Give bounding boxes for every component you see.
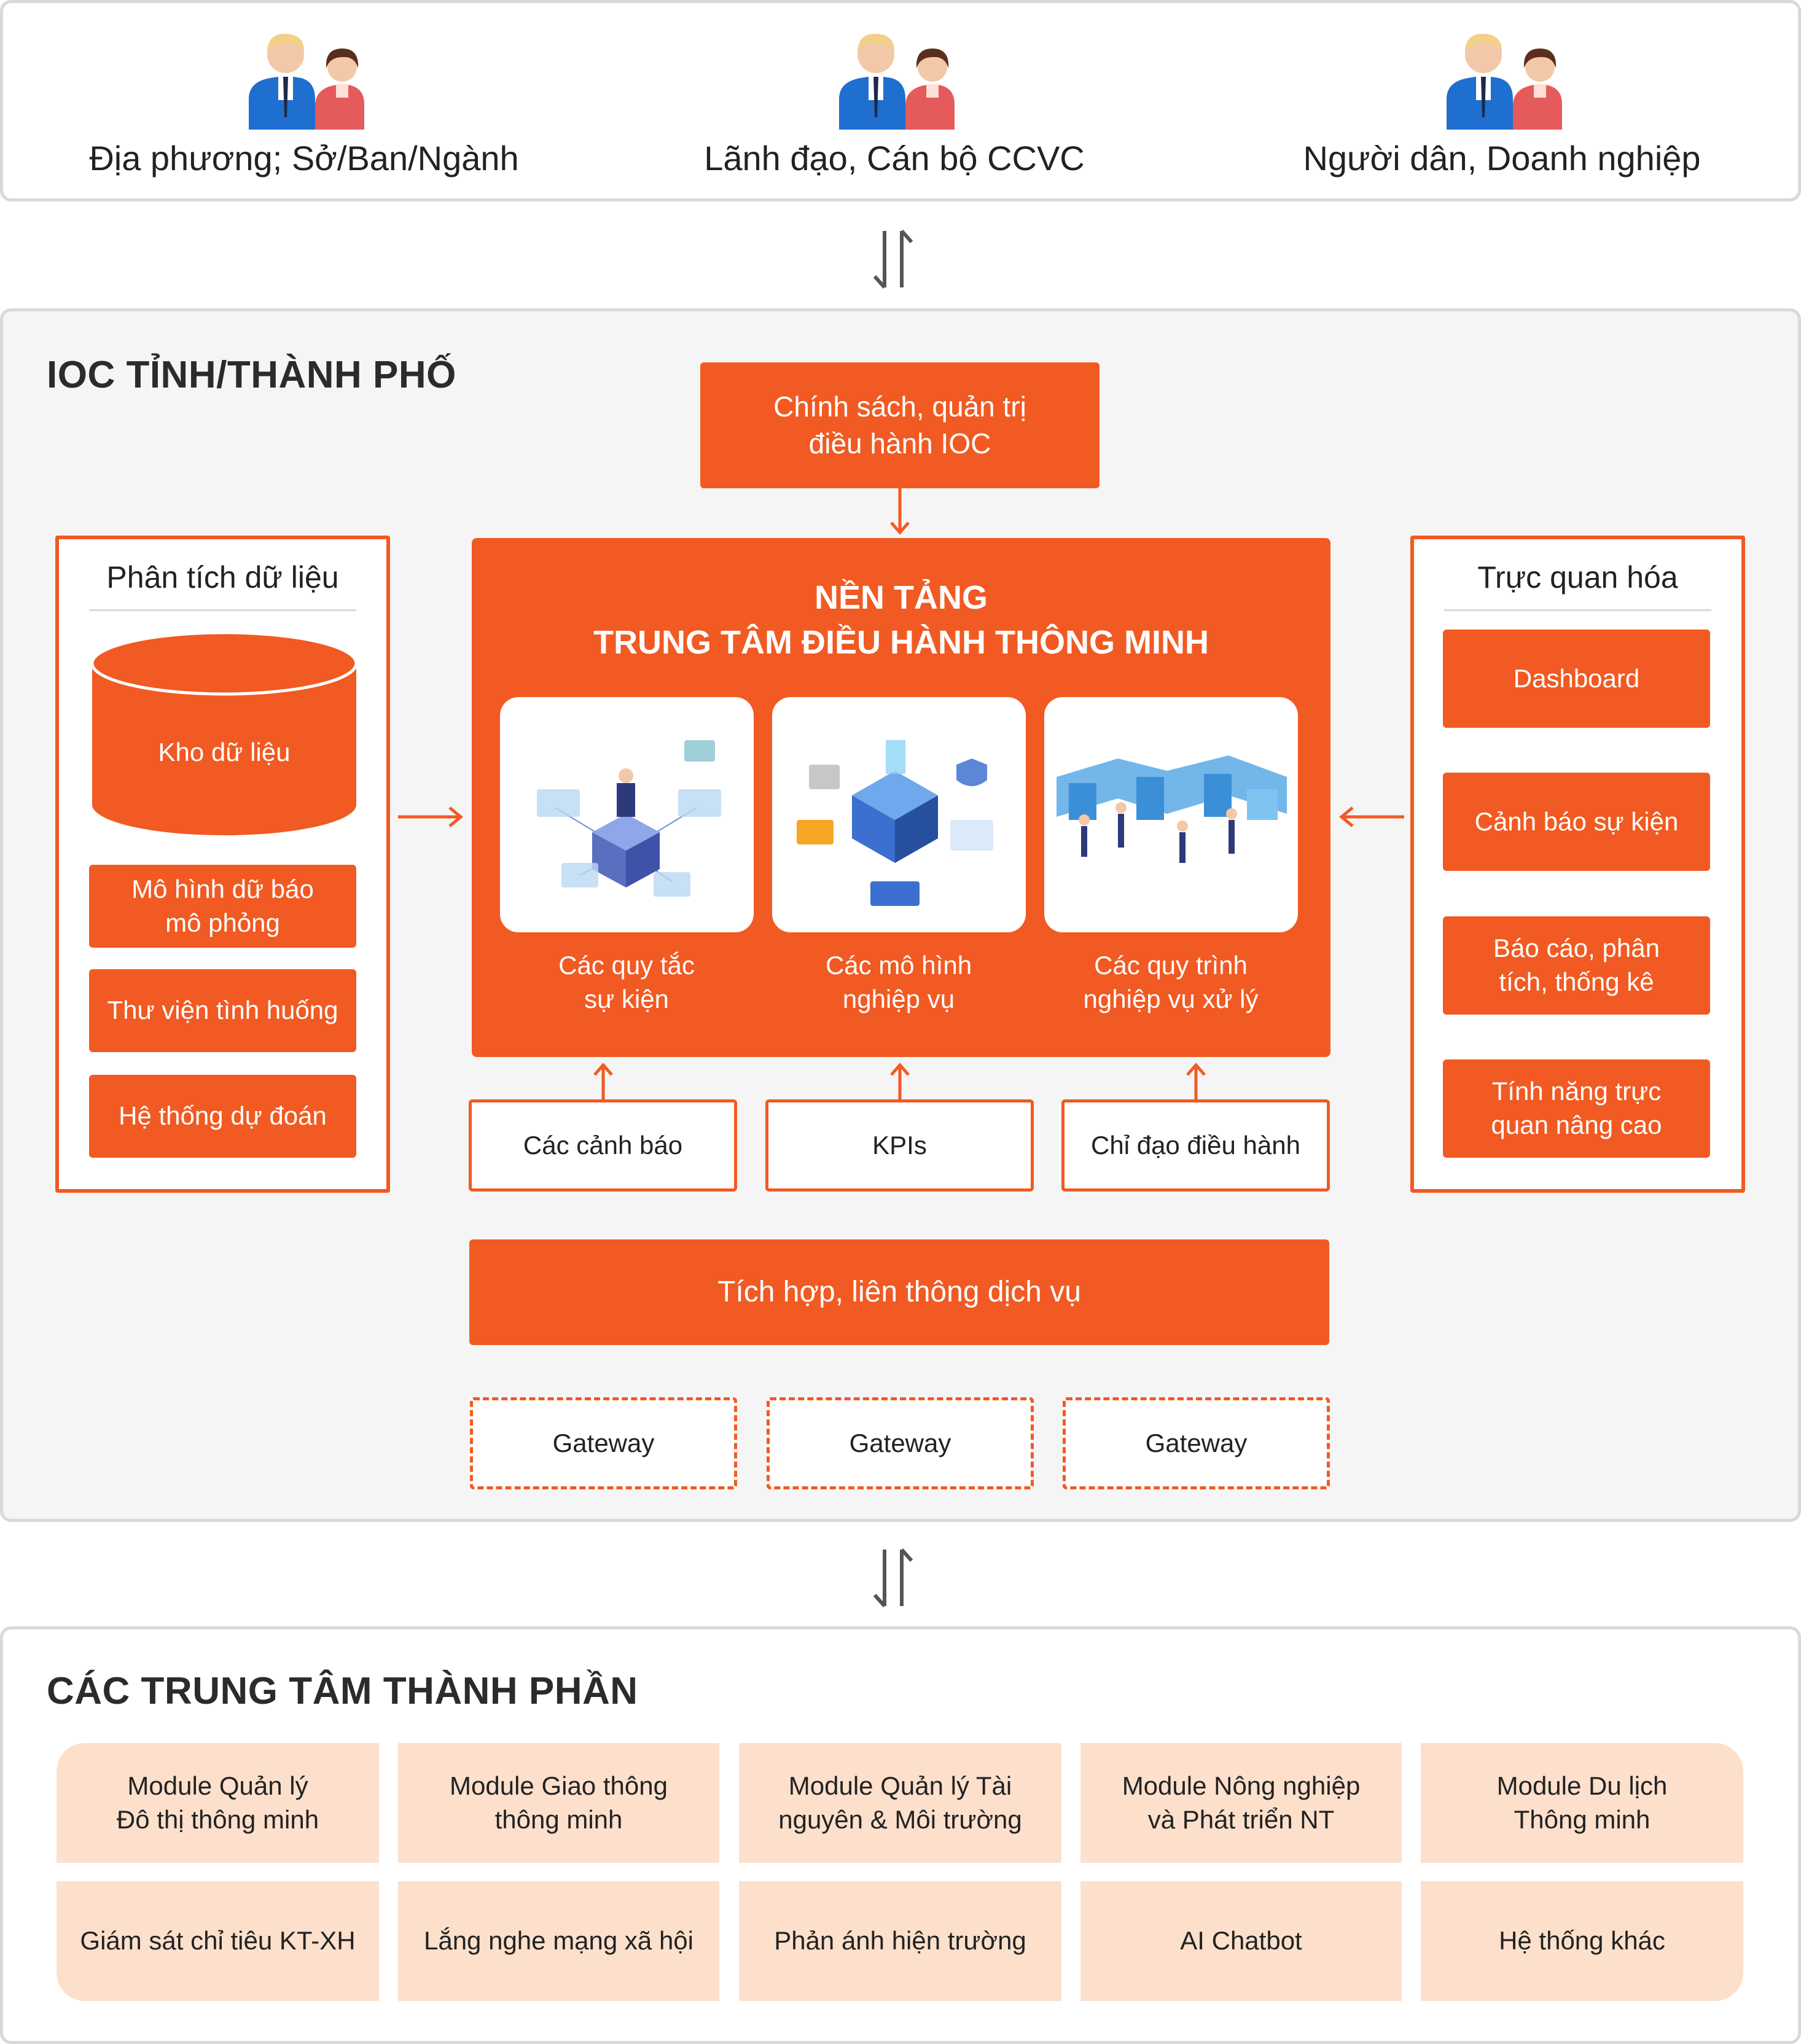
visualization-item-advanced: Tính năng trực quan nâng cao: [1443, 1059, 1710, 1158]
module-label: Phản ánh hiện trường: [774, 1926, 1026, 1956]
visualization-item-label: Báo cáo, phân tích, thống kê: [1493, 934, 1660, 996]
module-label: Lắng nghe mạng xã hội: [423, 1926, 693, 1956]
analysis-item-scenario-library: Thư viện tình huống: [89, 969, 356, 1052]
arrow-up-icon: [1186, 1063, 1206, 1099]
user-label-local: Địa phương; Sở/Ban/Ngành: [89, 138, 519, 177]
module-ai-chatbot: AI Chatbot: [1080, 1881, 1402, 2001]
card-business-models: [772, 697, 1026, 932]
analysis-item-label: Thư viện tình huống: [107, 996, 338, 1025]
arrow-up-icon: [593, 1063, 613, 1099]
module-social-listening: Lắng nghe mạng xã hội: [398, 1881, 719, 2001]
card-business-processes-caption: Các quy trình nghiệp vụ xử lý: [1083, 951, 1259, 1013]
analysis-item-prediction-system: Hệ thống dự đoán: [89, 1075, 356, 1158]
analysis-divider: [89, 609, 356, 611]
module-label: Hệ thống khác: [1499, 1926, 1665, 1956]
visualization-item-dashboard: Dashboard: [1443, 630, 1710, 728]
module-label: Giám sát chỉ tiêu KT-XH: [80, 1926, 356, 1956]
analysis-item-label: Hệ thống dự đoán: [119, 1101, 327, 1131]
card-event-rules: [500, 697, 754, 932]
module-label: Module Du lịch Thông minh: [1496, 1771, 1668, 1834]
process-illustration: [1057, 755, 1287, 863]
input-label: Chỉ đạo điều hành: [1091, 1131, 1300, 1160]
module-label: Module Quản lý Đô thị thông minh: [116, 1771, 319, 1834]
module-environment: Module Quản lý Tài nguyên & Môi trường: [739, 1743, 1061, 1863]
warehouse-label: Kho dữ liệu: [158, 738, 291, 766]
input-label: Các cảnh báo: [523, 1131, 683, 1160]
card-business-models-caption: Các mô hình nghiệp vụ: [825, 951, 972, 1013]
rules-illustration: [537, 740, 721, 897]
user-label-leaders: Lãnh đạo, Cán bộ CCVC: [704, 138, 1085, 177]
arrow-right-icon: [398, 806, 463, 827]
platform-title: NỀN TẢNG TRUNG TÂM ĐIỀU HÀNH THÔNG MINH: [593, 579, 1209, 661]
people-icon: [1440, 25, 1563, 130]
user-group-local: Địa phương; Sở/Ban/Ngành: [0, 18, 608, 184]
card-business-processes: [1044, 697, 1298, 932]
user-label-citizens: Người dân, Doanh nghiệp: [1303, 138, 1701, 177]
visualization-divider: [1444, 609, 1711, 611]
components-title: CÁC TRUNG TÂM THÀNH PHẦN: [47, 1670, 638, 1712]
policy-box: Chính sách, quản trị điều hành IOC: [700, 362, 1100, 488]
card-event-rules-caption: Các quy tắc sự kiện: [558, 951, 695, 1013]
input-directives: Chỉ đạo điều hành: [1061, 1099, 1330, 1192]
people-icon: [833, 25, 956, 130]
module-field-reports: Phản ánh hiện trường: [739, 1881, 1061, 2001]
analysis-item-label: Mô hình dữ báo mô phỏng: [131, 874, 314, 937]
analysis-title: Phân tích dữ liệu: [106, 560, 339, 595]
arrow-up-icon: [890, 1063, 910, 1099]
module-agriculture: Module Nông nghiệp và Phát triển NT: [1080, 1743, 1402, 1863]
input-label: KPIs: [872, 1131, 927, 1160]
module-smart-city: Module Quản lý Đô thị thông minh: [57, 1743, 379, 1863]
gateway-box: Gateway: [470, 1397, 737, 1489]
module-label: Module Quản lý Tài nguyên & Môi trường: [778, 1771, 1022, 1834]
visualization-item-event-alert: Cảnh báo sự kiện: [1443, 773, 1710, 871]
module-socioeconomic: Giám sát chỉ tiêu KT-XH: [57, 1881, 379, 2001]
bidirectional-arrow-icon: [873, 230, 913, 289]
integration-bar: Tích hợp, liên thông dịch vụ: [469, 1239, 1329, 1345]
visualization-item-reports: Báo cáo, phân tích, thống kê: [1443, 916, 1710, 1015]
module-label: AI Chatbot: [1180, 1926, 1302, 1956]
gateway-label: Gateway: [552, 1429, 655, 1457]
policy-label: Chính sách, quản trị điều hành IOC: [773, 390, 1026, 459]
arrow-left-icon: [1339, 806, 1404, 827]
input-kpis: KPIs: [765, 1099, 1034, 1192]
module-tourism: Module Du lịch Thông minh: [1421, 1743, 1743, 1863]
gateway-label: Gateway: [849, 1429, 951, 1457]
user-group-leaders: Lãnh đạo, Cán bộ CCVC: [593, 18, 1195, 184]
models-illustration: [797, 740, 993, 906]
database-icon: [90, 631, 358, 835]
bidirectional-arrow-icon: [873, 1548, 913, 1607]
module-smart-traffic: Module Giao thông thông minh: [398, 1743, 719, 1863]
input-alerts: Các cảnh báo: [469, 1099, 737, 1192]
user-group-citizens: Người dân, Doanh nghiệp: [1198, 18, 1801, 184]
module-label: Module Nông nghiệp và Phát triển NT: [1122, 1771, 1361, 1834]
analysis-item-forecast-model: Mô hình dữ báo mô phỏng: [89, 865, 356, 948]
arrow-down-icon: [890, 488, 910, 535]
gateway-box: Gateway: [1063, 1397, 1330, 1489]
integration-label: Tích hợp, liên thông dịch vụ: [717, 1275, 1081, 1308]
visualization-item-label: Tính năng trực quan nâng cao: [1491, 1077, 1662, 1139]
module-other-systems: Hệ thống khác: [1421, 1881, 1743, 2001]
gateway-box: Gateway: [767, 1397, 1034, 1489]
ioc-title: IOC TỈNH/THÀNH PHỐ: [47, 354, 456, 396]
people-icon: [243, 25, 365, 130]
visualization-item-label: Dashboard: [1513, 663, 1640, 693]
module-label: Module Giao thông thông minh: [450, 1771, 668, 1834]
visualization-title: Trực quan hóa: [1477, 560, 1678, 595]
gateway-label: Gateway: [1145, 1429, 1248, 1457]
visualization-item-label: Cảnh báo sự kiện: [1474, 806, 1679, 836]
